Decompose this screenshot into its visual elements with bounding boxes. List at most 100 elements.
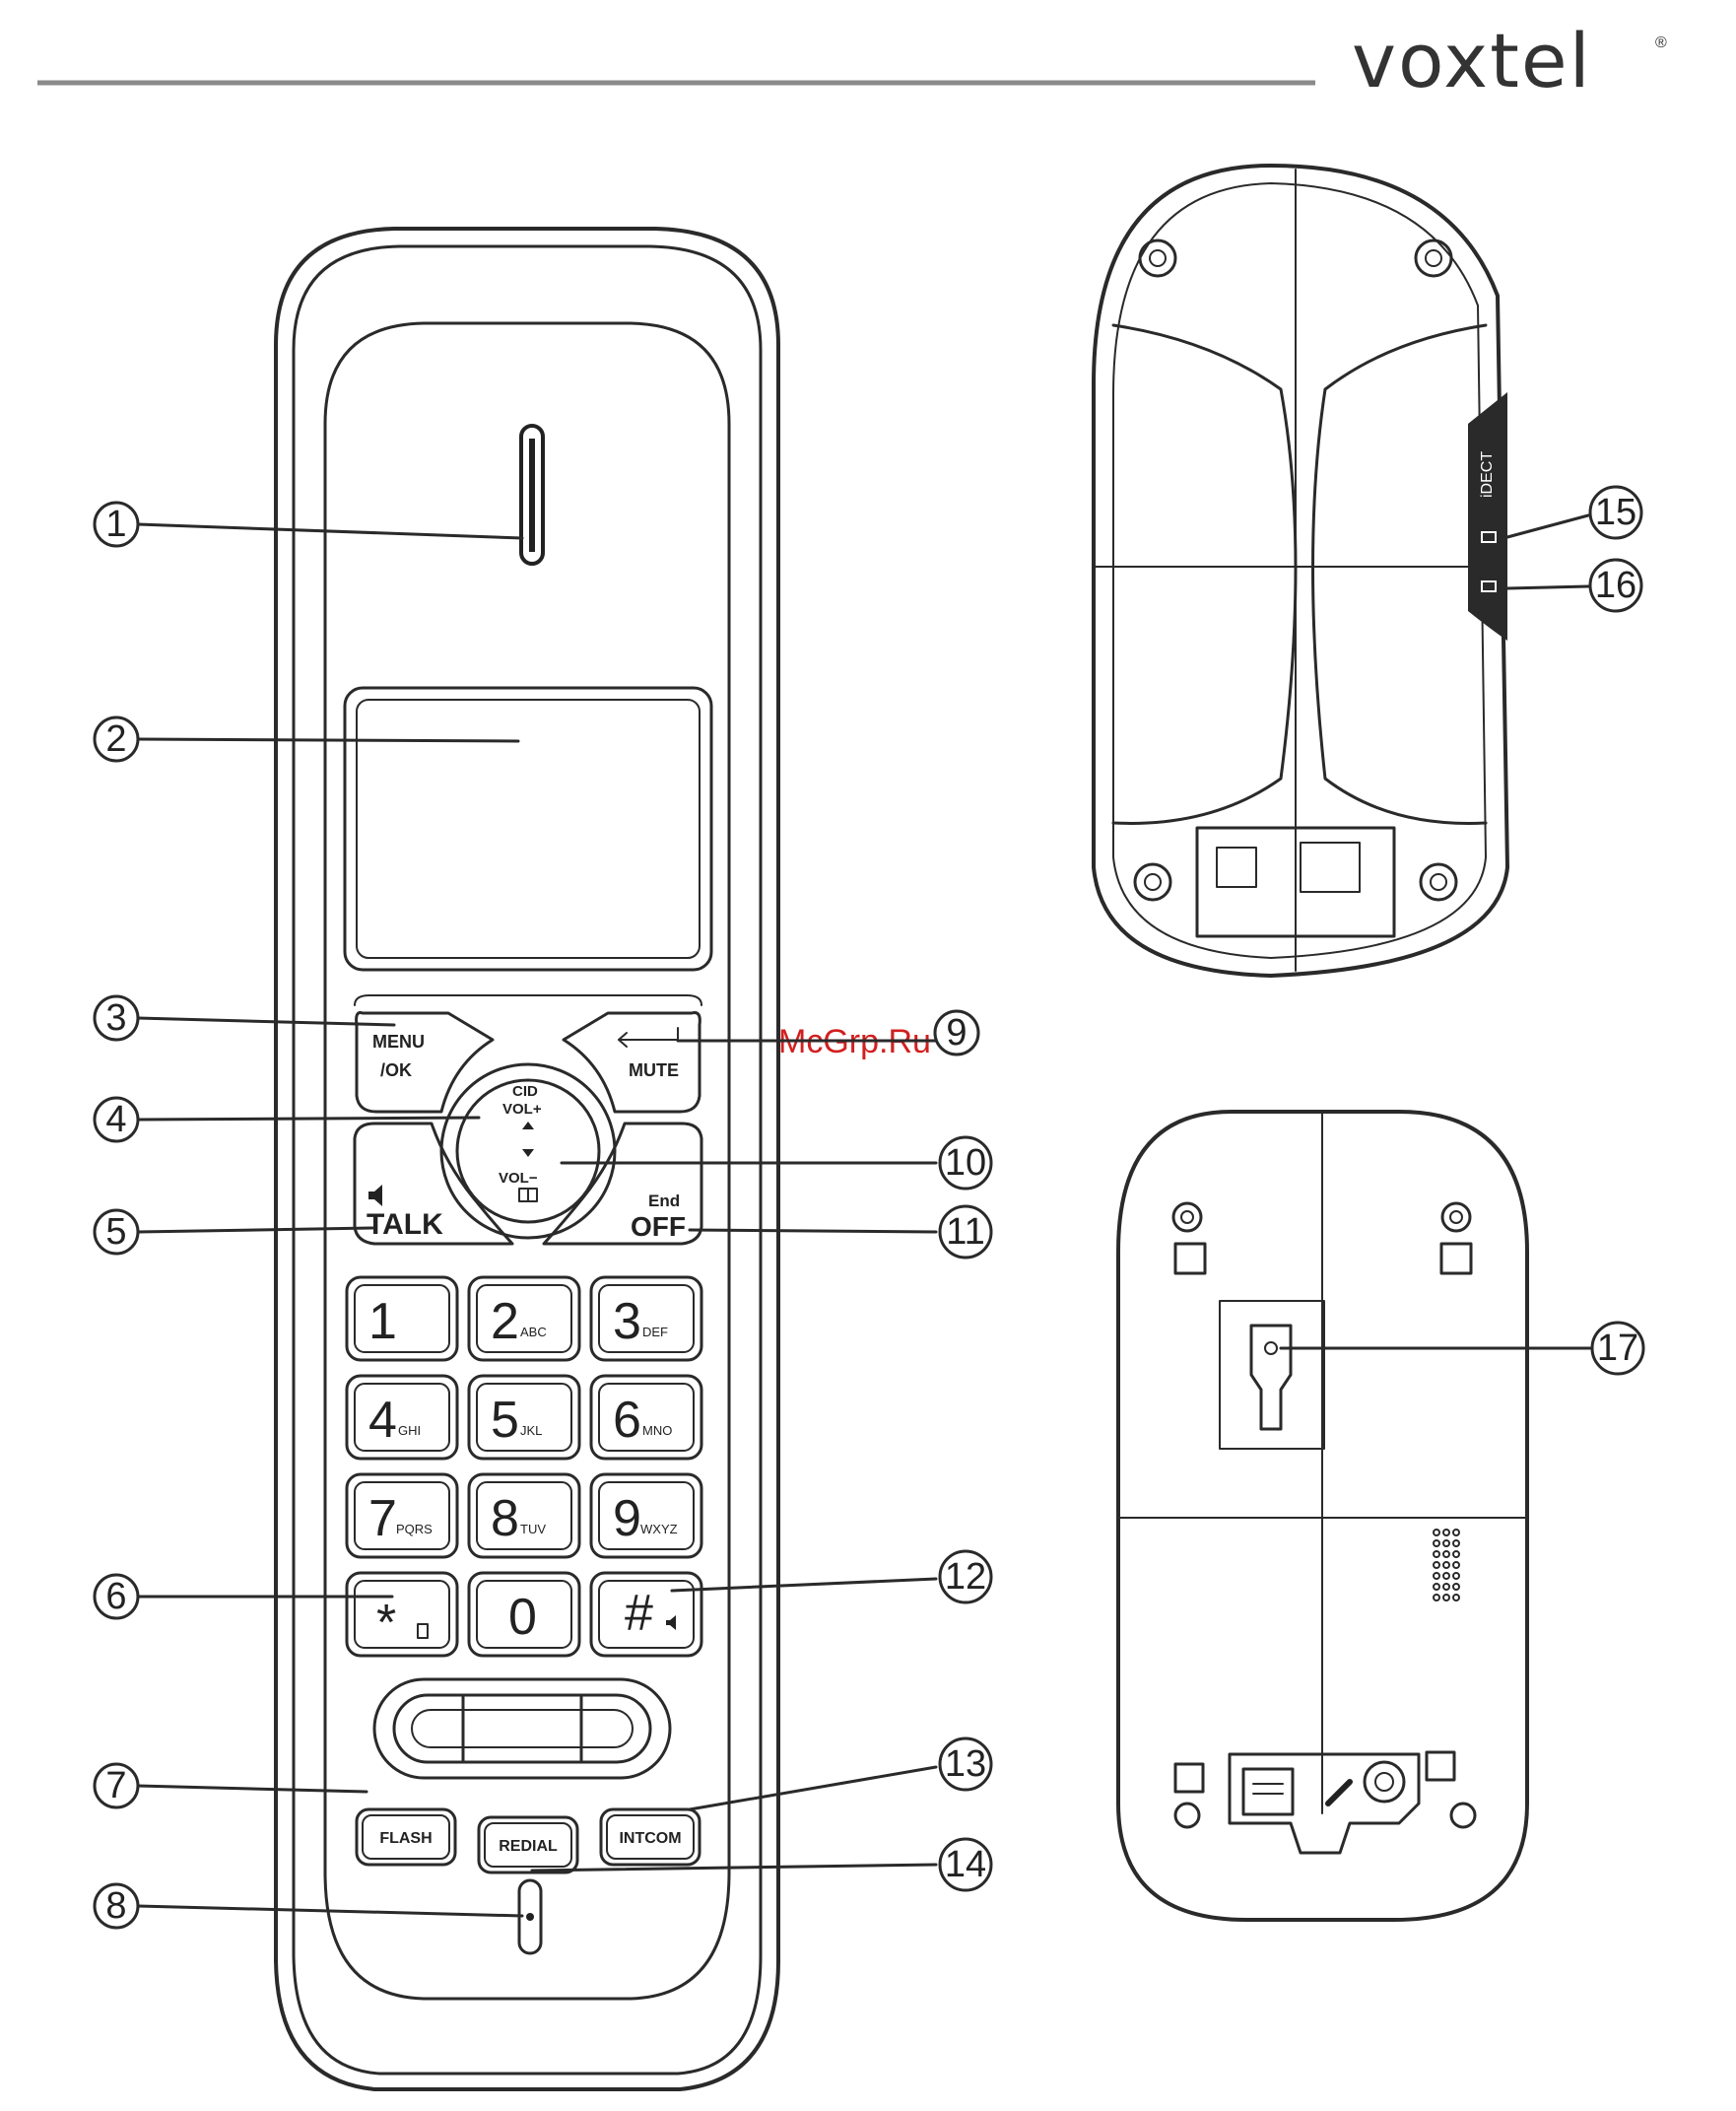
callout-15: 15: [1507, 487, 1641, 538]
back-contact-right: [1301, 843, 1360, 892]
key-7[interactable]: 7 PQRS: [347, 1474, 457, 1557]
ringer-off-icon: [666, 1615, 676, 1630]
svg-text:4: 4: [368, 1392, 397, 1449]
svg-text:9: 9: [613, 1490, 641, 1547]
flash-button[interactable]: FLASH: [357, 1809, 455, 1865]
menu-label: MENU: [372, 1032, 425, 1052]
menu-ok-button[interactable]: [357, 1013, 493, 1113]
svg-text:15: 15: [1595, 492, 1636, 533]
idect-label: iDECT: [1479, 451, 1496, 498]
battery-right-curve: [1313, 325, 1487, 823]
handset-front: MENU /OK MUTE CID VOL+ VOL− TALK End OFF…: [276, 229, 778, 2089]
svg-text:17: 17: [1597, 1328, 1638, 1369]
callout-5: 5: [95, 1210, 372, 1254]
base-slot-mark: [1328, 1782, 1350, 1804]
down-arrow-icon: [522, 1149, 534, 1157]
svg-text:PQRS: PQRS: [396, 1522, 433, 1536]
svg-text:GHI: GHI: [398, 1423, 421, 1438]
lock-icon: [418, 1624, 428, 1638]
svg-text:4: 4: [105, 1099, 126, 1140]
callout-1: 1: [95, 503, 522, 546]
svg-text:JKL: JKL: [520, 1423, 542, 1438]
display-frame: [345, 688, 711, 970]
key-6[interactable]: 6 MNO: [591, 1376, 701, 1459]
svg-text:2: 2: [491, 1293, 519, 1350]
power-socket[interactable]: [1365, 1762, 1404, 1802]
svg-text:7: 7: [368, 1490, 397, 1547]
svg-text:12: 12: [945, 1556, 986, 1598]
key-hash[interactable]: #: [591, 1573, 701, 1656]
idect-strip: [1468, 392, 1507, 641]
handset-inner-shell: [294, 246, 761, 2074]
svg-text:INTCOM: INTCOM: [619, 1830, 681, 1847]
intcom-button[interactable]: INTCOM: [601, 1809, 700, 1865]
screw-post-tl: [1140, 240, 1175, 276]
vol-down-label: VOL−: [499, 1170, 538, 1187]
base-pad-bl: [1175, 1764, 1203, 1792]
svg-text:MNO: MNO: [642, 1423, 672, 1438]
svg-text:8: 8: [491, 1490, 519, 1547]
battery-left-curve: [1113, 325, 1296, 823]
microphone-hole: [526, 1913, 534, 1921]
grill-inner: [412, 1710, 633, 1747]
talk-label: TALK: [367, 1208, 443, 1241]
callout-17: 17: [1281, 1323, 1643, 1374]
wall-mount-slot[interactable]: [1251, 1326, 1291, 1429]
cid-label: CID: [512, 1083, 538, 1100]
svg-text:14: 14: [945, 1844, 986, 1885]
svg-text:5: 5: [105, 1211, 126, 1253]
back-contact-left: [1217, 848, 1256, 887]
handset-back: iDECT: [1094, 166, 1507, 976]
keypad: 1 2 ABC 3 DEF 4 GHI: [347, 1277, 701, 1656]
svg-text:1: 1: [105, 504, 126, 545]
svg-text:2: 2: [105, 718, 126, 760]
callout-2: 2: [95, 717, 518, 761]
svg-text:5: 5: [491, 1392, 519, 1449]
key-2[interactable]: 2 ABC: [469, 1277, 579, 1360]
phone-jack-icon[interactable]: [1243, 1769, 1293, 1814]
svg-text:10: 10: [945, 1142, 986, 1184]
svg-text:3: 3: [105, 997, 126, 1039]
svg-text:3: 3: [613, 1293, 641, 1350]
display-screen: [357, 700, 700, 958]
callout-16: 16: [1507, 560, 1641, 611]
key-4[interactable]: 4 GHI: [347, 1376, 457, 1459]
callout-3: 3: [95, 996, 394, 1040]
svg-text:16: 16: [1595, 565, 1636, 606]
screw-post-tr: [1416, 240, 1451, 276]
svg-text:13: 13: [945, 1743, 986, 1785]
key-0[interactable]: 0: [469, 1573, 579, 1656]
svg-text:1: 1: [368, 1293, 397, 1350]
base-foot-tl: [1173, 1203, 1201, 1231]
grill-middle: [394, 1695, 650, 1762]
brand-registered-mark: ®: [1655, 34, 1667, 51]
svg-text:6: 6: [613, 1392, 641, 1449]
redial-button[interactable]: REDIAL: [479, 1817, 577, 1873]
key-9[interactable]: 9 WXYZ: [591, 1474, 701, 1557]
svg-text:6: 6: [105, 1576, 126, 1617]
brand-logo: voxtel: [1352, 17, 1592, 104]
key-star[interactable]: *: [347, 1573, 457, 1656]
key-3[interactable]: 3 DEF: [591, 1277, 701, 1360]
key-1[interactable]: 1: [347, 1277, 457, 1360]
base-foot-bl: [1175, 1804, 1199, 1827]
callout-13: 13: [690, 1738, 991, 1809]
off-label: OFF: [631, 1211, 686, 1242]
svg-text:WXYZ: WXYZ: [640, 1522, 678, 1536]
wall-mount-frame: [1220, 1301, 1324, 1449]
svg-text:FLASH: FLASH: [379, 1830, 432, 1847]
svg-text:11: 11: [946, 1211, 984, 1253]
key-5[interactable]: 5 JKL: [469, 1376, 579, 1459]
callout-4: 4: [95, 1098, 479, 1141]
screw-post-bl: [1135, 864, 1170, 900]
ok-label: /OK: [380, 1060, 412, 1080]
base-speaker-holes: [1434, 1530, 1459, 1600]
end-label: End: [648, 1192, 680, 1210]
base-foot-tr: [1442, 1203, 1470, 1231]
up-arrow-icon: [522, 1122, 534, 1129]
svg-text:7: 7: [105, 1765, 126, 1806]
svg-text:0: 0: [508, 1589, 537, 1646]
svg-text:TUV: TUV: [520, 1522, 546, 1536]
key-8[interactable]: 8 TUV: [469, 1474, 579, 1557]
